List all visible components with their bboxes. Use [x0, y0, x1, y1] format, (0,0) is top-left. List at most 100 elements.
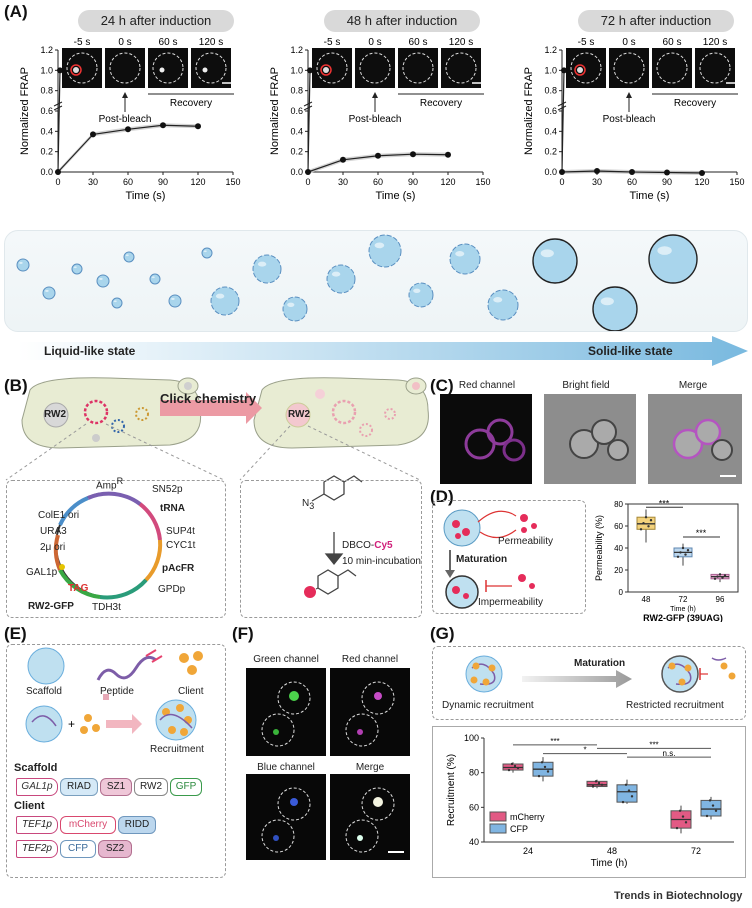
perm-point [684, 553, 687, 556]
recruit-ylabel: Recruitment (%) [446, 754, 457, 826]
frap-ylabel: Normalized FRAP [19, 67, 31, 155]
droplet-highlight [331, 271, 341, 277]
droplet-highlight [45, 289, 49, 292]
droplet-highlight [257, 261, 267, 267]
frap-point [559, 169, 565, 175]
recruit-point [597, 781, 601, 785]
d-maturation: Maturation [456, 554, 508, 565]
gene-gal1p: GAL1p [16, 778, 58, 796]
recruit-point [675, 826, 679, 830]
recruit-point [630, 795, 634, 798]
panel-label-a: (A) [4, 2, 28, 21]
plasmid-2mu: 2μ ori [40, 542, 66, 553]
frap-cell-outline [152, 52, 184, 84]
recruit-point [537, 774, 541, 778]
recruit-point [678, 809, 682, 812]
droplet-highlight [540, 249, 554, 258]
c-title-red: Red channel [458, 380, 516, 391]
droplet-highlight [493, 297, 503, 303]
frap-timepoint-label: 120 s [449, 37, 473, 48]
recruit-point [507, 768, 511, 772]
recruit-legend-label: CFP [510, 824, 528, 834]
frap-droplet [73, 67, 79, 73]
frap-xtick-label: 150 [225, 177, 240, 187]
frap-point [305, 169, 311, 175]
frap-ytick-label: 0.0 [40, 167, 53, 177]
frap-point [445, 151, 451, 158]
azide-sub: 3 [309, 501, 315, 511]
droplet-highlight [455, 251, 465, 257]
frap-xtick-label: 30 [88, 177, 98, 187]
g-maturation: Maturation [574, 658, 626, 669]
perm-xtick-label: 96 [716, 595, 725, 604]
frap-timepoint-label: 0 s [368, 37, 381, 48]
recruit-legend-swatch [489, 823, 507, 834]
plasmid-trna: tRNA [160, 503, 185, 514]
frap-micrograph [652, 48, 692, 88]
droplets-illustration [16, 234, 698, 332]
frap-axis-break [53, 105, 63, 111]
frap-xtick-label: 60 [373, 177, 383, 187]
frap-point [57, 67, 63, 74]
frap-cell-outline [402, 52, 434, 84]
frap-ytick-label: 0.6 [40, 106, 53, 116]
frap-xtick-label: 0 [55, 177, 60, 187]
droplet [408, 282, 434, 308]
perm-point [718, 573, 722, 576]
frap-cell-outline [613, 52, 645, 84]
f-title-green: Green channel [253, 654, 319, 665]
post-bleach-arrowhead [122, 92, 128, 98]
recruit-point [714, 809, 718, 812]
dbco-text: DBCO- [342, 540, 375, 551]
perm-point [642, 522, 645, 525]
plasmid-tag: TAG [68, 583, 89, 594]
perm-xtick-label: 48 [642, 595, 651, 604]
c-micrographs [440, 394, 742, 484]
azide-label: N3 [302, 498, 314, 511]
frap-ytick-label: 0.8 [290, 86, 303, 96]
droplet [252, 254, 282, 284]
e-peptide: Peptide [100, 686, 134, 697]
frap-xtick-label: 60 [123, 177, 133, 187]
recruit-point [543, 765, 547, 769]
frap-micrograph [609, 48, 649, 88]
gene-ridd: RIDD [118, 816, 156, 834]
recruit-box-mCherry [586, 780, 608, 788]
e-scaffold-heading: Scaffold [14, 762, 58, 774]
recruit-legend-swatch [489, 811, 507, 822]
frap-ytick-label: 0.6 [544, 106, 557, 116]
frap-point [55, 169, 61, 175]
state-arrow [18, 336, 748, 366]
frap-ytick-label: 0.4 [290, 126, 303, 136]
droplet [368, 234, 402, 268]
recruit-xtick-label: 72 [691, 846, 701, 856]
perm-point [716, 575, 719, 578]
perm-xtick-label: 72 [679, 595, 688, 604]
frap-xlabel: Time (s) [126, 190, 166, 202]
frap-xtick-label: 150 [475, 177, 490, 187]
journal-brand: Trends in Biotechnology [614, 890, 743, 902]
e-client: Client [178, 686, 204, 697]
recruit-legend-label: mCherry [510, 812, 545, 822]
recruit-box-CFP [616, 784, 638, 803]
recruit-point [591, 785, 595, 788]
d-impermeability: Impermeability [478, 597, 544, 608]
droplet [96, 274, 110, 288]
recovery-label: Recovery [170, 98, 212, 109]
g-restricted: Restricted recruitment [626, 700, 724, 711]
droplet [210, 286, 240, 316]
e-schematic: + [25, 647, 203, 743]
recruit-point [624, 783, 628, 786]
frap-xtick-label: 30 [592, 177, 602, 187]
recruit-point [516, 766, 520, 770]
frap-xtick-label: 150 [729, 177, 744, 187]
perm-point [721, 576, 724, 579]
g-dynamic: Dynamic recruitment [442, 700, 534, 711]
frap-point [594, 167, 600, 174]
frap-ytick-label: 0.4 [544, 126, 557, 136]
panel-label-e: (E) [4, 624, 27, 643]
plasmid-gpdp: GPDp [158, 584, 186, 595]
frap-line [307, 70, 449, 173]
